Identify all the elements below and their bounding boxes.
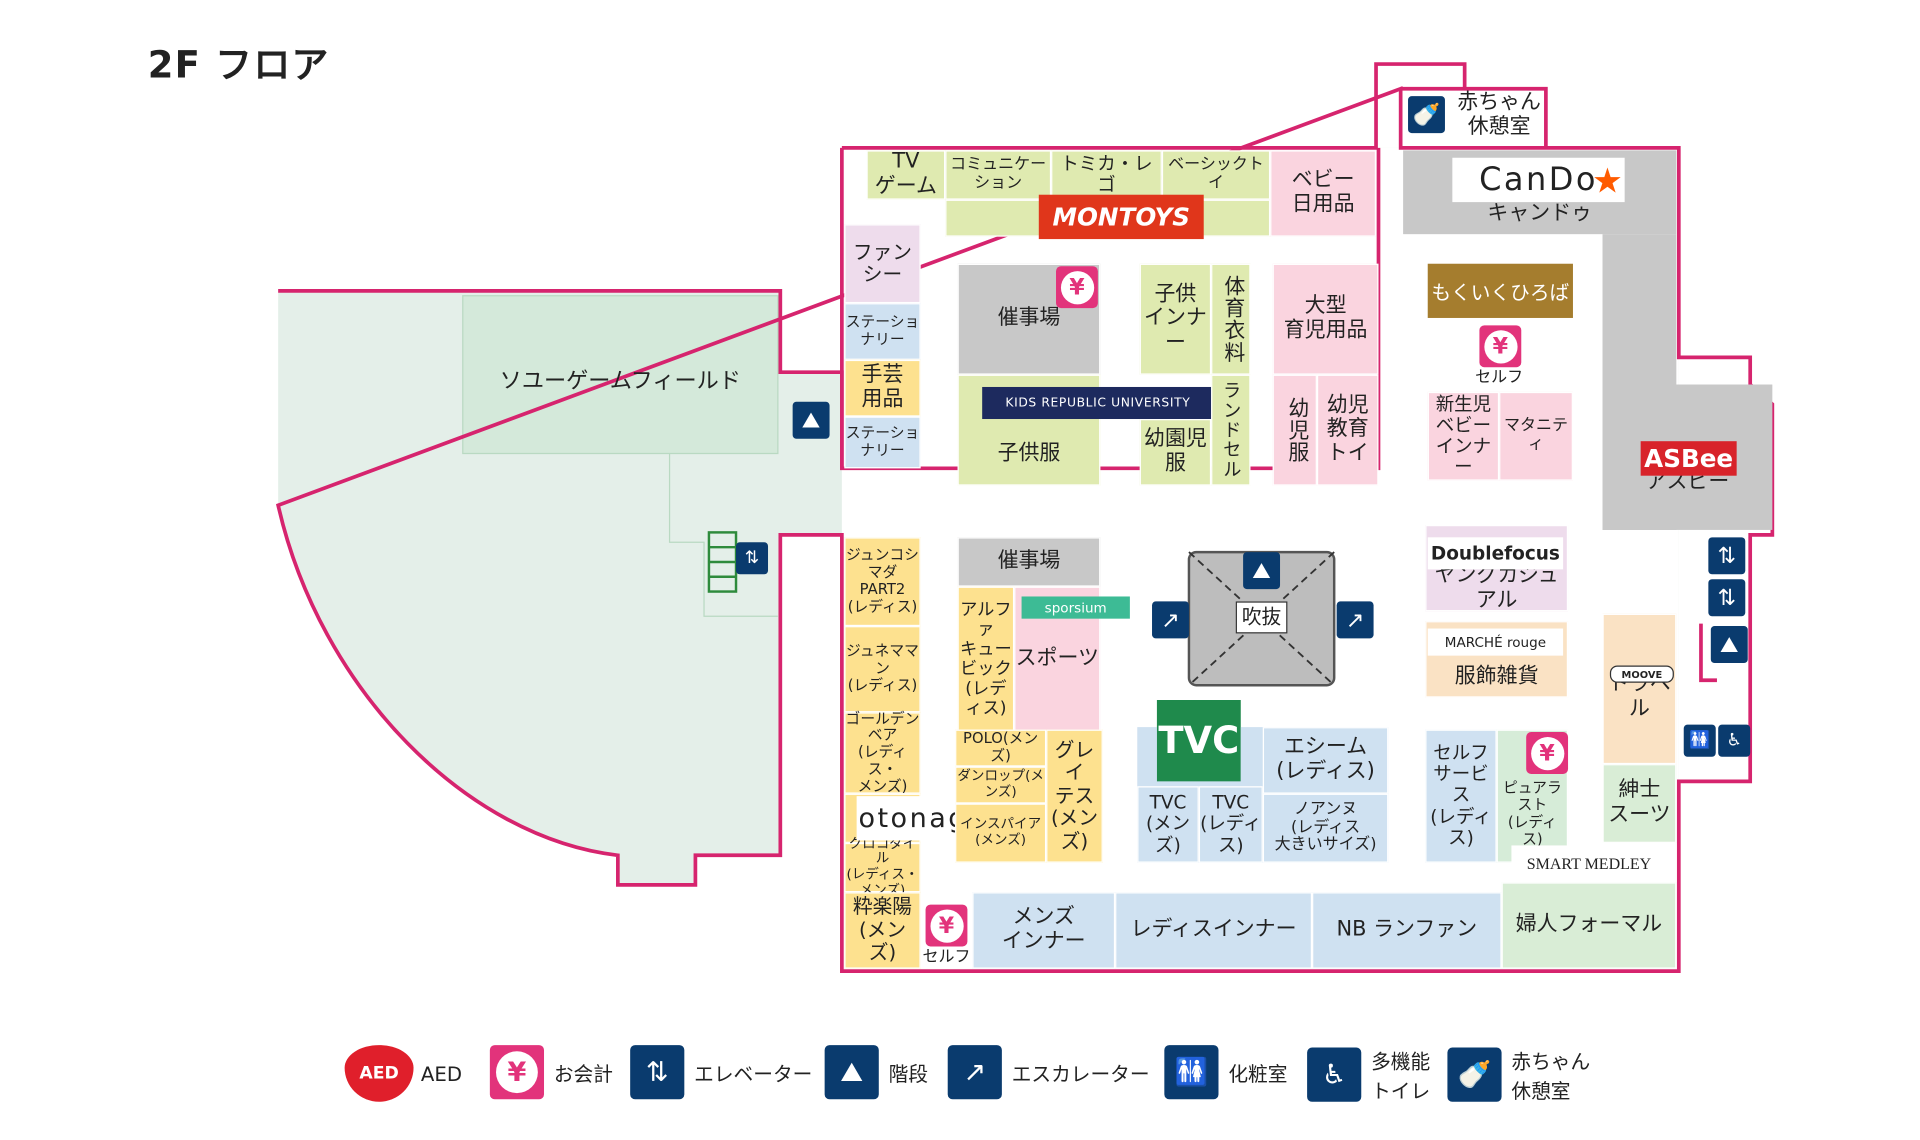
legend-label: AED [420, 1061, 463, 1086]
asbee-logo[interactable]: ASBee [1640, 441, 1737, 476]
baby-room-icon: 🍼 [1447, 1047, 1502, 1102]
elevator-icon[interactable]: ⇅ [1708, 579, 1746, 617]
restroom-icon: 🚻 [1164, 1045, 1219, 1100]
shop-junko-shimada[interactable]: ジュンコシマダ PART2 (レディス) [844, 537, 921, 627]
shop-gentleman[interactable]: 紳士 スーツ [1602, 764, 1677, 843]
game-field: ソユーゲームフィールド [499, 368, 741, 394]
restroom-icon[interactable]: 🚻 [1683, 724, 1716, 757]
shop-tvc-ladies[interactable]: TVC (レディス) [1198, 786, 1263, 863]
stairs-icon: ⛰ [824, 1045, 879, 1100]
shop-tomica-lego[interactable]: トミカ・レゴ [1051, 150, 1162, 200]
legend-label: 多機能 トイレ [1371, 1050, 1431, 1103]
legend-label: お会計 [553, 1062, 613, 1086]
shop-baby-goods[interactable]: ベビー 日用品 [1270, 150, 1377, 237]
elevator-icon[interactable]: ⇅ [736, 542, 769, 575]
shop-randoseru[interactable]: ランドセル [1211, 374, 1251, 486]
shop-infant-clothes[interactable]: 幼児服 [1272, 374, 1317, 486]
shop-noanne[interactable]: ノアンヌ (レディス 大きいサイズ) [1262, 793, 1389, 863]
shop-alpha-cubic[interactable]: アルファ キュービック (レディス) [957, 586, 1015, 733]
elevator-icon: ⇅ [630, 1045, 685, 1100]
shop-suikarakuyo[interactable]: 粋楽陽 (メンズ) [844, 892, 921, 969]
stairs-icon[interactable]: ⛰ [792, 401, 830, 439]
accessible-toilet-icon: ♿ [1307, 1047, 1362, 1102]
shop-infant-toys[interactable]: 幼児 教育 トイ [1316, 374, 1379, 486]
shop-ladies-inner[interactable]: レディスインナー [1115, 892, 1313, 969]
sporsium-logo[interactable]: sporsium [1021, 596, 1130, 619]
yen-icon: ¥ [489, 1045, 545, 1100]
shop-crocodile[interactable]: クロコダイル (レディス・メンズ) [844, 835, 921, 898]
shop-self-service[interactable]: セルフ サービス (レディス) [1425, 729, 1497, 863]
cando-logo[interactable]: CanDo [1452, 157, 1625, 203]
shop-basic-toy[interactable]: ベーシックトイ [1161, 150, 1271, 200]
shop-travel[interactable]: トラベル [1602, 613, 1677, 765]
self-checkout-1: セルフ [1475, 367, 1524, 387]
legend-escalator: ↗ エスカレーター [947, 1045, 1150, 1100]
legend-baby-room: 🍼 赤ちゃん 休憩室 [1447, 1045, 1590, 1104]
tvc-logo[interactable]: TVC [1156, 700, 1241, 782]
shop-dunlop[interactable]: ダンロップ(メンズ) [955, 766, 1047, 804]
shop-kindergarten[interactable]: 幼園児服 [1139, 419, 1212, 486]
legend-accessible: ♿ 多機能 トイレ [1307, 1045, 1430, 1104]
doublefocus-logo[interactable]: Doublefocus [1427, 537, 1564, 570]
shop-tv-game[interactable]: TV ゲーム [866, 150, 946, 200]
legend-cashier: ¥ お会計 [489, 1045, 613, 1100]
yen-icon: ¥ [1479, 325, 1522, 368]
baby-room-label: 赤ちゃん 休憩室 [1457, 90, 1541, 140]
escalator-icon[interactable]: ↗ [1152, 601, 1189, 639]
escalator-icon[interactable]: ↗ [1336, 601, 1374, 639]
self-checkout-2: セルフ [922, 947, 971, 966]
shop-fancy[interactable]: ファンシー [844, 224, 921, 304]
legend-label: 赤ちゃん 休憩室 [1511, 1050, 1591, 1103]
floor-title: 2F フロア [147, 44, 330, 88]
shop-communication[interactable]: コミュニケーション [945, 150, 1052, 200]
stairs-icon[interactable]: ⛰ [1243, 552, 1281, 590]
accessible-toilet-icon[interactable]: ♿ [1718, 724, 1751, 757]
legend-label: 化粧室 [1228, 1062, 1288, 1086]
yen-icon: ¥ [925, 904, 968, 947]
legend-label: 階段 [888, 1062, 929, 1086]
legend-label: エスカレーター [1011, 1062, 1150, 1086]
marche-logo[interactable]: MARCHÉ rouge [1427, 628, 1564, 656]
atrium: 吹抜 [1235, 601, 1288, 634]
shop-maternity[interactable]: マタニティ [1499, 391, 1573, 481]
shop-golden-bear[interactable]: ゴールデンベア (レディス・ メンズ) [844, 709, 921, 795]
legend-elevator: ⇅ エレベーター [630, 1045, 813, 1100]
shop-mens-inner[interactable]: メンズ インナー [972, 892, 1116, 969]
yen-icon: ¥ [1056, 266, 1098, 309]
shop-tvc-mens[interactable]: TVC (メンズ) [1137, 786, 1199, 863]
smart-medley-logo[interactable]: SMART MEDLEY [1511, 845, 1667, 883]
shop-polo[interactable]: POLO(メンズ) [955, 729, 1047, 767]
stairs-icon[interactable]: ⛰ [1710, 626, 1748, 664]
montoys-logo[interactable]: MONTOYS [1038, 194, 1204, 240]
aed-icon: AED [344, 1045, 414, 1102]
shop-stationery-2[interactable]: ステーショナリー [844, 416, 921, 469]
shop-escime[interactable]: エシーム (レディス) [1262, 727, 1389, 794]
legend-label: エレベーター [694, 1062, 813, 1086]
star-icon: ★ [1591, 159, 1623, 201]
shop-newborn[interactable]: 新生児 ベビー インナー [1427, 391, 1500, 481]
kids-republic-logo[interactable]: KIDS REPUBLIC UNIVERSITY [982, 386, 1214, 420]
baby-room-icon: 🍼 [1408, 96, 1445, 134]
elevator-icon[interactable]: ⇅ [1708, 537, 1746, 575]
legend-stairs: ⛰ 階段 [824, 1045, 929, 1100]
escalator-icon: ↗ [947, 1045, 1002, 1100]
shop-handicraft[interactable]: 手芸 用品 [844, 359, 921, 417]
mokuiku-sign[interactable]: もくいくひろば [1427, 263, 1573, 318]
shop-kids-inner[interactable]: 子供 インナー [1139, 263, 1212, 375]
shop-inspire[interactable]: インスパイア (メンズ) [955, 803, 1047, 863]
legend-aed: AED AED [344, 1045, 463, 1102]
event-space-2[interactable]: 催事場 [957, 537, 1101, 587]
shop-stationery-1[interactable]: ステーショナリー [844, 303, 921, 360]
legend-restroom: 🚻 化粧室 [1164, 1045, 1288, 1100]
moove-logo[interactable]: MOOVE [1609, 665, 1674, 683]
shop-formal[interactable]: 婦人フォーマル [1501, 882, 1677, 969]
shop-large-baby[interactable]: 大型 育児用品 [1272, 263, 1379, 375]
yen-icon: ¥ [1526, 732, 1569, 774]
shop-greytes[interactable]: グレイ テス (メンズ) [1046, 729, 1103, 863]
shop-junemaman[interactable]: ジュネママン (レディス) [844, 626, 921, 713]
shop-sports-wear[interactable]: 体育衣料 [1211, 263, 1251, 375]
shop-nb-runfun[interactable]: NB ランファン [1312, 892, 1502, 969]
